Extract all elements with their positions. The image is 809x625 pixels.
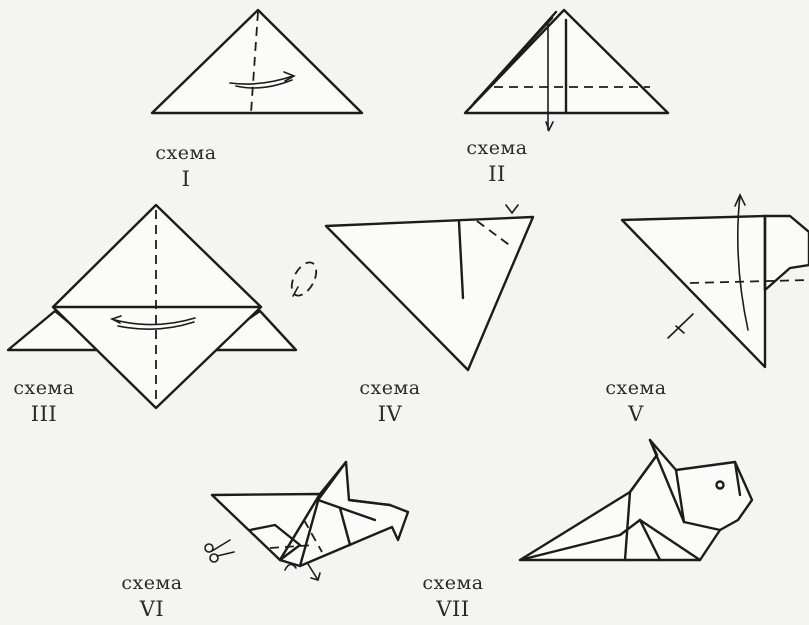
step-7-numeral: VII [436,597,470,621]
step-4-diagram [290,204,535,372]
step-5-word: схема [605,377,667,399]
step-6-word: схема [121,572,183,594]
step-3-word: схема [13,377,75,399]
step-5-diagram [620,193,809,369]
step-7-label: схема VII [393,570,513,622]
step-3-label: схема III [0,375,104,427]
step-5-numeral: V [628,402,644,426]
step-1-word: схема [155,142,217,164]
step-6-label: схема VI [92,570,212,622]
step-3-diagram [6,203,298,410]
step-7-diagram [518,438,754,562]
step-5-label: схема V [576,375,696,427]
step-2-label: схема II [437,135,557,187]
step-4-word: схема [359,377,421,399]
step-1-diagram [150,8,364,115]
step-2-numeral: II [488,162,506,186]
step-4-numeral: IV [377,402,403,426]
step-1-numeral: I [181,167,191,191]
step-6-diagram [204,460,410,581]
step-4-label: схема IV [330,375,450,427]
step-7-word: схема [422,572,484,594]
step-2-diagram [463,8,670,132]
step-2-word: схема [466,137,528,159]
step-1-label: схема I [126,140,246,192]
step-6-numeral: VI [139,597,165,621]
step-3-numeral: III [30,402,58,426]
